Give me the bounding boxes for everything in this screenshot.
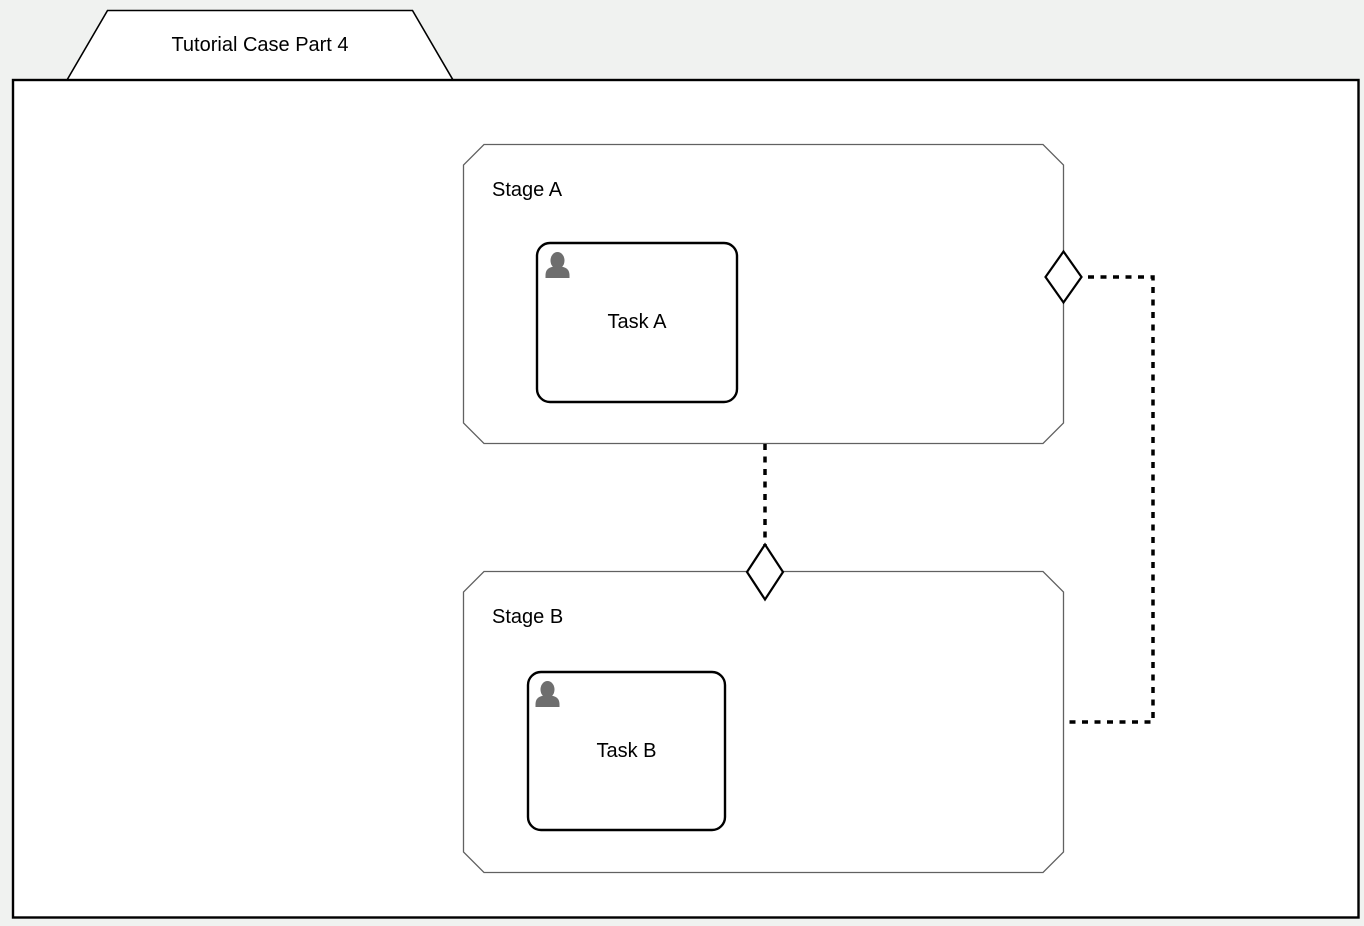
connector-stage-a-sentry-to-stage-b[interactable] — [1063, 275, 1155, 724]
task-a-label: Task A — [607, 311, 667, 333]
task-b-shape[interactable] — [526, 670, 727, 832]
case-tab-label: Tutorial Case Part 4 — [171, 33, 349, 56]
stage-b-label: Stage B — [492, 606, 564, 628]
task-b-label: Task B — [596, 739, 657, 762]
task-a-shape[interactable] — [535, 241, 739, 404]
entry-criterion-diamond[interactable] — [745, 542, 785, 602]
entry-criterion-diamond[interactable] — [1044, 249, 1083, 305]
stage-a-label: Stage A — [492, 179, 563, 201]
